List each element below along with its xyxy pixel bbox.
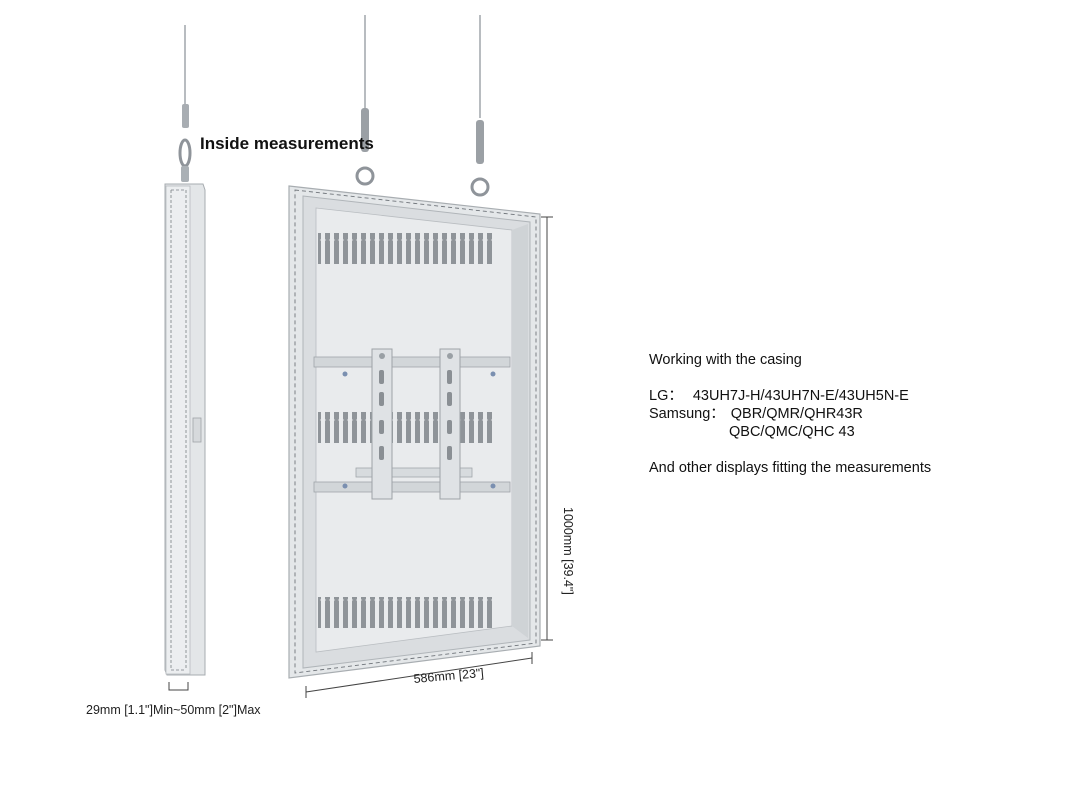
info-heading: Working with the casing <box>649 352 802 368</box>
samsung-models-2: QBC/QMC/QHC 43 <box>729 424 855 440</box>
vent-row-top <box>318 233 496 264</box>
height-dimension-label: 1000mm [39.4"] <box>561 507 575 595</box>
front-clamp-right <box>476 120 484 164</box>
mount-crossbar <box>355 467 473 478</box>
lg-row: LG： 43UH7J-H/43UH7N-E/43UH5N-E <box>649 387 931 405</box>
lg-label: LG： <box>649 388 683 404</box>
front-eye-left <box>355 166 375 186</box>
side-depth-dimension-line <box>168 682 189 691</box>
front-eye-right <box>470 177 490 197</box>
depth-dimension-label: 29mm [1.1"]Min~50mm [2"]Max <box>86 703 261 717</box>
info-footer: And other displays fitting the measureme… <box>649 460 932 476</box>
side-latch <box>192 417 202 443</box>
front-view <box>288 15 553 698</box>
vent-row-middle <box>318 412 496 443</box>
samsung-models-1: QBR/QMR/QHR43R <box>730 406 863 422</box>
samsung-row: Samsung： QBR/QMR/QHR43R <box>649 405 931 423</box>
front-clamp-left <box>361 108 369 152</box>
casing-inner-sidewall <box>512 224 528 638</box>
compatibility-info: Working with the casing LG： 43UH7J-H/43UH… <box>649 351 931 477</box>
side-view <box>164 25 206 691</box>
width-dimension-line <box>305 657 533 693</box>
casing-dashed-outline <box>294 189 537 674</box>
mount-rail-top <box>313 356 511 368</box>
lg-models: 43UH7J-H/43UH7N-E/43UH5N-E <box>692 388 909 404</box>
diagram-title: Inside measurements <box>200 134 374 153</box>
side-eye-bolt <box>181 166 189 182</box>
vent-row-bottom <box>318 597 496 628</box>
samsung-label: Samsung： <box>649 406 725 422</box>
side-chain-link <box>178 138 192 168</box>
mount-rail-bottom <box>313 481 511 493</box>
side-cable-clamp <box>182 104 189 128</box>
